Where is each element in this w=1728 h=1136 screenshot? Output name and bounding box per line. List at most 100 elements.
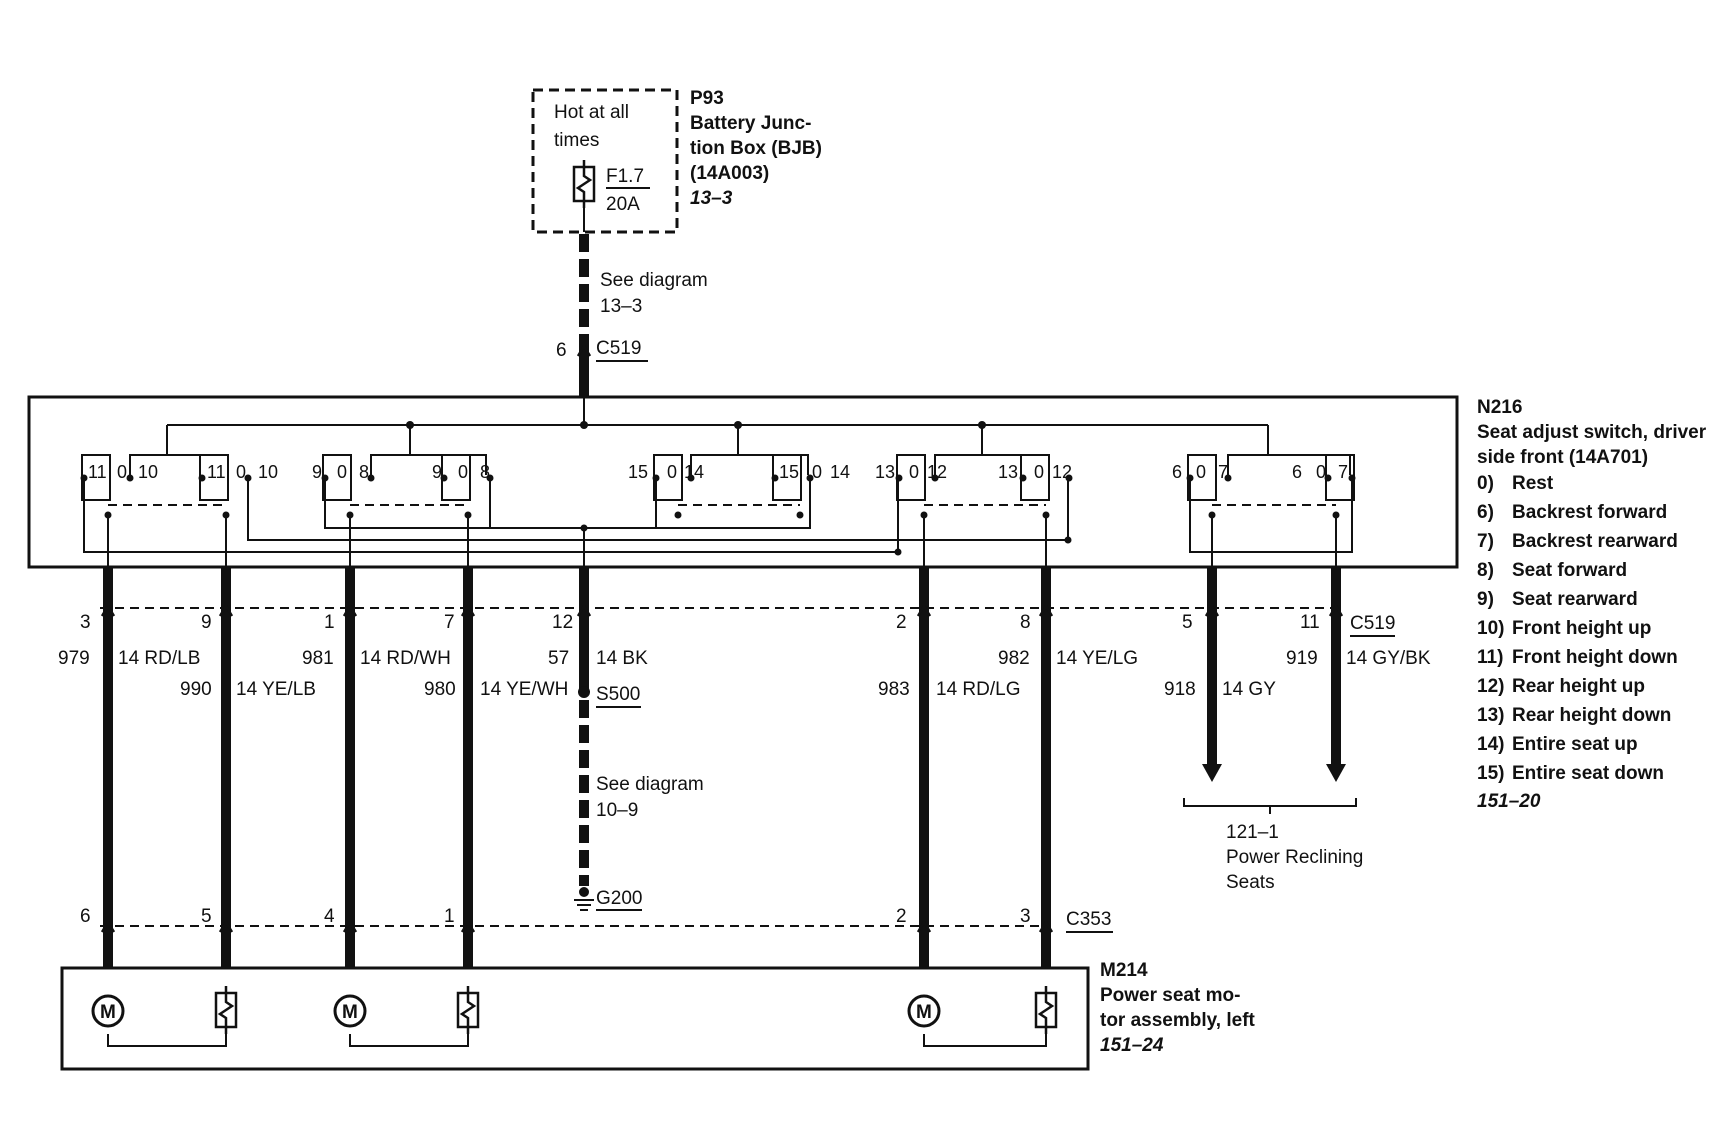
switch-section-seat-fore-aft: 9 0 8 9 0 8	[312, 454, 494, 519]
wire-pin-top: 12	[552, 612, 573, 633]
wire-979: 3 979 14 RD/LB 6	[58, 567, 200, 968]
motor-assembly-name-1: Power seat mo-	[1100, 985, 1240, 1006]
switch-section-rear-height: 13 0 12 13 0 12	[875, 454, 1073, 519]
motor-assembly: M M M M214 Power sea	[60, 960, 1256, 1071]
wire-982: 8 982 14 YE/LG 3	[998, 567, 1138, 968]
switch-contact-label: 15	[628, 462, 648, 482]
wire-pin-top: 5	[1182, 612, 1193, 633]
feed-see-diagram: See diagram	[600, 270, 708, 291]
wire-gauge-color: 14 RD/LB	[118, 648, 200, 669]
wire-circuit: 982	[998, 648, 1030, 669]
legend-position-number: 9)	[1477, 589, 1494, 610]
switch-contact-label: 8	[359, 462, 369, 482]
bjb-id: P93	[690, 88, 724, 109]
thermal-breaker-icon	[456, 986, 480, 1034]
ground-see-diagram: See diagram	[596, 774, 704, 795]
wire-990: 9 990 14 YE/LB 5	[180, 567, 316, 968]
motor-symbol: M	[100, 1002, 116, 1023]
legend-position-label: Entire seat up	[1512, 734, 1638, 755]
connector-c353-label: C353	[1066, 909, 1111, 930]
motor-assembly-id: M214	[1100, 960, 1148, 981]
switch-contact-label: 13	[875, 462, 895, 482]
wire-circuit: 980	[424, 679, 456, 700]
wire-circuit: 983	[878, 679, 910, 700]
switch-name-line-1: Seat adjust switch, driver	[1477, 422, 1707, 443]
legend-position-label: Rear height down	[1512, 705, 1671, 726]
legend-position-number: 10)	[1477, 618, 1504, 639]
switch-section-front-height: 11 0 10 11 0 10	[80, 454, 278, 519]
motor-assembly-reference: 151–24	[1100, 1035, 1164, 1056]
wire-pin-bottom: 5	[201, 906, 212, 927]
wire-gauge-color: 14 GY/BK	[1346, 648, 1431, 669]
wire-57: 12 57 14 BK S500 See diagram 10–9 G200	[548, 567, 704, 911]
legend-position-label: Seat forward	[1512, 560, 1627, 581]
legend-position-number: 0)	[1477, 473, 1494, 494]
switch-internal-wiring	[83, 478, 1353, 567]
switch-section-backrest: 6 0 7 6 0 7	[1172, 454, 1356, 519]
switch-name-line-2: side front (14A701)	[1477, 447, 1648, 468]
ground-id: G200	[596, 888, 642, 909]
feed-wire: See diagram 13–3 6 C519	[556, 234, 708, 398]
wire-pin-bottom: 6	[80, 906, 91, 927]
wire-pin-bottom: 1	[444, 906, 455, 927]
wire-981: 1 981 14 RD/WH 4	[302, 567, 451, 968]
switch-positions-legend: 0) Rest 6) Backrest forward 7) Backrest …	[1477, 473, 1678, 812]
switch-contact-label: 14	[684, 462, 704, 482]
wire-gauge-color: 14 RD/WH	[360, 648, 451, 669]
reclining-reference: 121–1	[1226, 822, 1279, 843]
fuse-rating: 20A	[606, 194, 640, 215]
switch-contact-label: 0	[909, 462, 919, 482]
switch-contact-label: 9	[312, 462, 322, 482]
legend-position-label: Backrest forward	[1512, 502, 1667, 523]
switch-section-entire-seat: 15 0 14 15 0 14	[628, 454, 850, 519]
bjb-reference: 13–3	[690, 188, 733, 209]
wire-gauge-color: 14 YE/WH	[480, 679, 568, 700]
motor-icon	[91, 994, 125, 1028]
legend-position-number: 14)	[1477, 734, 1504, 755]
switch-contact-label: 12	[1052, 462, 1072, 482]
bjb-name-line-2: tion Box (BJB)	[690, 138, 822, 159]
motor-assembly-outline	[60, 966, 1090, 1071]
switch-contact-label: 10	[138, 462, 158, 482]
ground-icon	[574, 887, 594, 911]
wire-circuit: 57	[548, 648, 569, 669]
bjb-name-line-1: Battery Junc-	[690, 113, 811, 134]
switch-contact-label: 0	[337, 462, 347, 482]
switch-contact-label: 6	[1292, 462, 1302, 482]
connector-c353: C353	[100, 909, 1113, 933]
reclining-label-1: Power Reclining	[1226, 847, 1363, 868]
switch-reference: 151–20	[1477, 791, 1541, 812]
wire-circuit: 919	[1286, 648, 1318, 669]
switch-contact-label: 0	[667, 462, 677, 482]
wire-pin-bottom: 3	[1020, 906, 1031, 927]
motor-rear-height: M	[907, 986, 1058, 1047]
wire-gauge-color: 14 YE/LG	[1056, 648, 1138, 669]
switch-contact-label: 7	[1338, 462, 1348, 482]
seat-adjust-switch: 11 0 10 11 0 10 9 0 8 9 0 8	[27, 395, 1707, 569]
reclining-label-2: Seats	[1226, 872, 1275, 893]
hot-at-all-times-label-2: times	[554, 130, 599, 151]
wire-pin-top: 11	[1300, 612, 1320, 633]
motor-icon	[333, 994, 367, 1028]
legend-position-label: Seat rearward	[1512, 589, 1638, 610]
legend-position-number: 8)	[1477, 560, 1494, 581]
bjb-outline	[531, 88, 679, 234]
feed-see-diagram-ref: 13–3	[600, 296, 642, 317]
wire-983: 2 983 14 RD/LG 2	[878, 567, 1020, 968]
wire-pin-top: 8	[1020, 612, 1031, 633]
switch-contact-label: 14	[830, 462, 850, 482]
legend-position-label: Rear height up	[1512, 676, 1645, 697]
switch-contact-label: 0	[1196, 462, 1206, 482]
legend-position-label: Backrest rearward	[1512, 531, 1678, 552]
thermal-breaker-icon	[214, 986, 238, 1034]
hot-at-all-times-label: Hot at all	[554, 102, 629, 123]
reclining-seats-reference: 121–1 Power Reclining Seats	[1183, 798, 1363, 893]
wire-gauge-color: 14 YE/LB	[236, 679, 316, 700]
wire-circuit: 981	[302, 648, 334, 669]
wire-gauge-color: 14 RD/LG	[936, 679, 1020, 700]
legend-position-number: 6)	[1477, 502, 1494, 523]
legend-position-number: 11)	[1477, 647, 1503, 668]
motor-icon	[907, 994, 941, 1028]
fuse-id: F1.7	[606, 166, 644, 187]
